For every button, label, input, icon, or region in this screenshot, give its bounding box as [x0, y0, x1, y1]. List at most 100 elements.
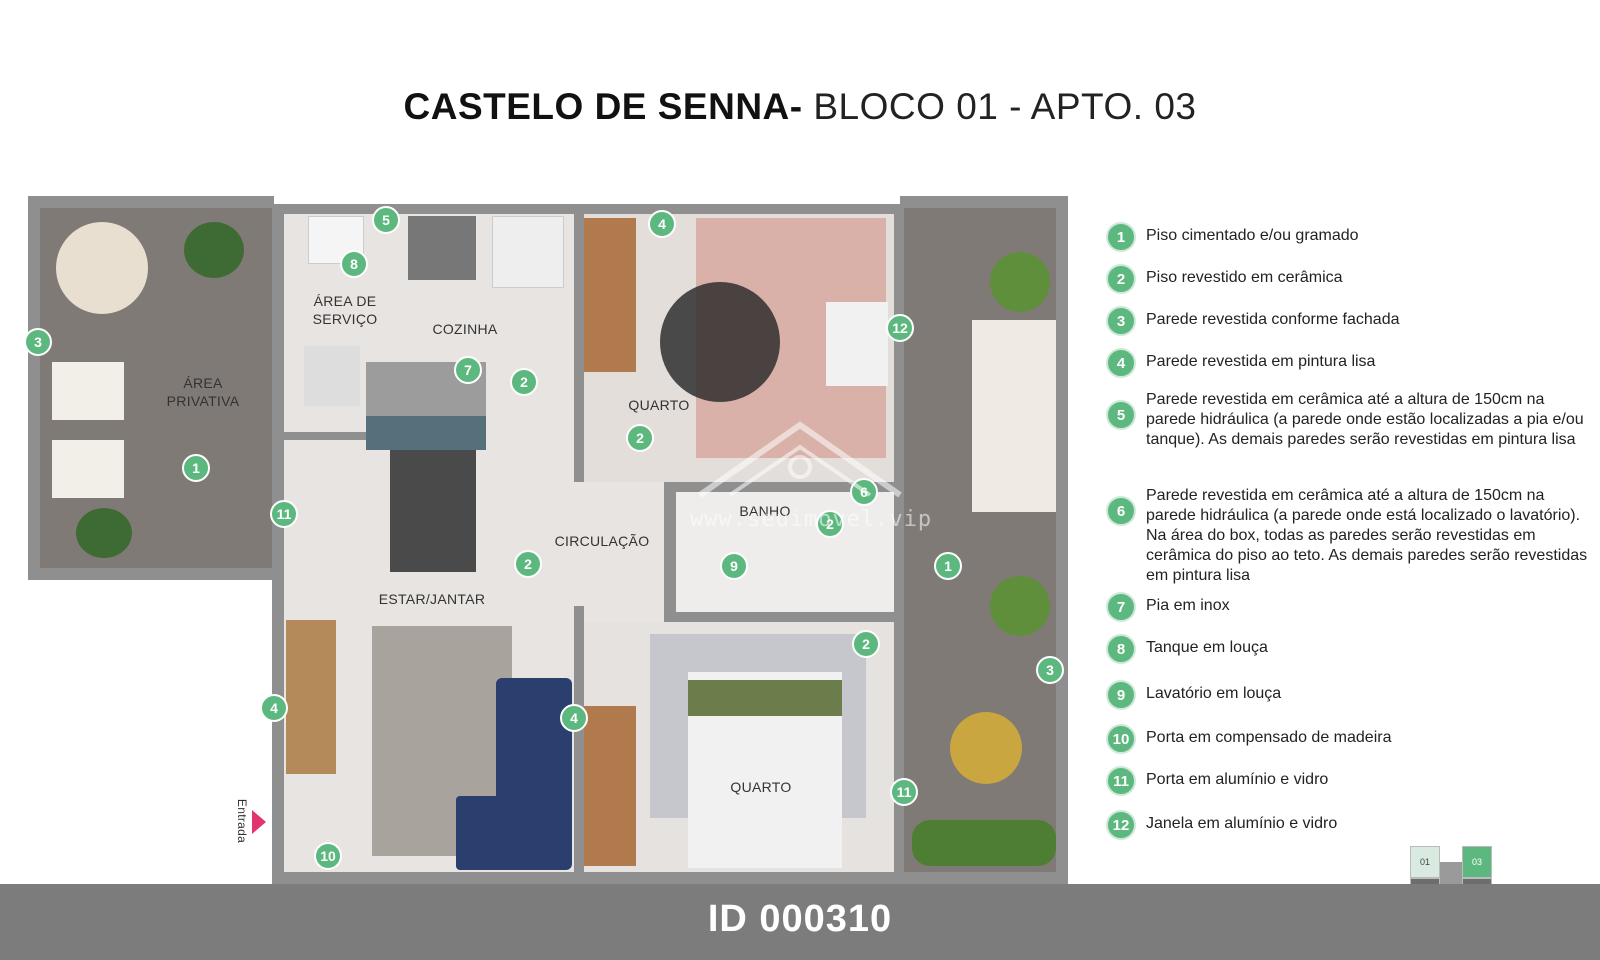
- label-estar-jantar: ESTAR/JANTAR: [378, 591, 486, 607]
- partition-kitchen: [284, 432, 384, 440]
- marker-11-right: 11: [890, 778, 918, 806]
- plant-4: [990, 576, 1050, 636]
- plant-5: [912, 820, 1056, 866]
- marker-4-bedroom2: 4: [560, 704, 588, 732]
- label-quarto-2: QUARTO: [730, 779, 792, 795]
- entrance-arrow-icon: [252, 810, 266, 834]
- desk: [826, 302, 888, 386]
- legend-num: 2: [1106, 264, 1136, 294]
- legend-text: Parede revestida em pintura lisa: [1146, 353, 1376, 370]
- partition-bath-bottom: [664, 612, 894, 622]
- legend-text: Porta em alumínio e vidro: [1146, 771, 1329, 788]
- laundry-sink: [308, 216, 364, 264]
- partition-bedroom2: [574, 606, 584, 872]
- legend-item: 7 Pia em inox: [1106, 592, 1596, 622]
- legend-item: 8 Tanque em louça: [1106, 634, 1596, 664]
- label-circulacao: CIRCULAÇÃO: [554, 533, 650, 549]
- armchair-1: [52, 362, 124, 420]
- legend-text: Pia em inox: [1146, 597, 1230, 614]
- legend-item: 2 Piso revestido em cerâmica: [1106, 264, 1596, 294]
- sideboard: [286, 620, 336, 774]
- marker-1-right: 1: [934, 552, 962, 580]
- marker-2-bedroom2: 2: [852, 630, 880, 658]
- legend-text: Parede revestida em cerâmica até a altur…: [1146, 487, 1588, 584]
- legend-text: Lavatório em louça: [1146, 685, 1282, 702]
- legend-text: Piso revestido em cerâmica: [1146, 269, 1343, 286]
- legend-num: 8: [1106, 634, 1136, 664]
- label-entrada: Entrada: [235, 798, 249, 844]
- legend-item: 6 Parede revestida em cerâmica até a alt…: [1106, 486, 1596, 586]
- bench-terrace: [972, 320, 1056, 512]
- marker-11-left: 11: [270, 500, 298, 528]
- legend-item: 9 Lavatório em louça: [1106, 680, 1596, 710]
- sofa-chaise: [456, 796, 512, 870]
- floor-plan: ÁREA DE SERVIÇO COZINHA ÁREA PRIVATIVA Q…: [24, 196, 1068, 884]
- plant-2: [76, 508, 132, 558]
- marker-4-bedroom1: 4: [648, 210, 676, 238]
- marker-12: 12: [886, 314, 914, 342]
- kitchen-island: [366, 416, 486, 450]
- partition-bath-left: [664, 482, 676, 622]
- marker-2-kitchen: 2: [510, 368, 538, 396]
- legend-item: 12 Janela em alumínio e vidro: [1106, 810, 1596, 840]
- marker-2-bedroom1: 2: [626, 424, 654, 452]
- washing-machine: [304, 346, 360, 406]
- marker-2-living: 2: [514, 550, 542, 578]
- legend-num: 11: [1106, 766, 1136, 796]
- title-building: CASTELO DE SENNA-: [403, 86, 803, 127]
- bed-2-throw: [688, 680, 842, 716]
- rug-bedroom1: [660, 282, 780, 402]
- legend-item: 11 Porta em alumínio e vidro: [1106, 766, 1596, 796]
- dining-table: [390, 450, 476, 572]
- label-quarto-1: QUARTO: [628, 397, 690, 413]
- legend-num: 4: [1106, 348, 1136, 378]
- legend-text: Tanque em louça: [1146, 639, 1268, 656]
- marker-8: 8: [340, 250, 368, 278]
- legend-num: 1: [1106, 222, 1136, 252]
- fridge: [492, 216, 564, 288]
- watermark: www.seuimovel.vip: [690, 415, 931, 545]
- legend-text: Piso cimentado e/ou gramado: [1146, 227, 1359, 244]
- legend-text: Porta em compensado de madeira: [1146, 729, 1392, 746]
- legend-text: Parede revestida em cerâmica até a altur…: [1146, 391, 1584, 448]
- legend-item: 4 Parede revestida em pintura lisa: [1106, 348, 1596, 378]
- round-table-terrace: [950, 712, 1022, 784]
- legend-item: 3 Parede revestida conforme fachada: [1106, 306, 1596, 336]
- bathroom-floor: [676, 492, 894, 612]
- wardrobe-1: [584, 218, 636, 372]
- keyplan-unit-01: 01: [1410, 846, 1440, 878]
- marker-3-left: 3: [24, 328, 52, 356]
- marker-4-living: 4: [260, 694, 288, 722]
- stove: [408, 216, 476, 280]
- plant-1: [184, 222, 244, 278]
- legend-item: 1 Piso cimentado e/ou gramado: [1106, 222, 1596, 252]
- hanging-chair: [56, 222, 148, 314]
- legend-num: 10: [1106, 724, 1136, 754]
- legend-num: 6: [1106, 496, 1136, 526]
- label-banho: BANHO: [739, 503, 791, 519]
- armchair-2: [52, 440, 124, 498]
- label-cozinha: COZINHA: [432, 321, 498, 337]
- legend-item: 5 Parede revestida em cerâmica até a alt…: [1106, 390, 1596, 450]
- listing-id: ID 000310: [707, 898, 893, 940]
- label-area-servico: ÁREA DE SERVIÇO: [312, 293, 378, 327]
- partition-bath-top: [664, 482, 894, 492]
- page-title: CASTELO DE SENNA- BLOCO 01 - APTO. 03: [0, 86, 1600, 128]
- legend-num: 7: [1106, 592, 1136, 622]
- label-area-privativa: ÁREA PRIVATIVA: [166, 375, 240, 409]
- keyplan-unit-03: 03: [1462, 846, 1492, 878]
- legend-num: 5: [1106, 400, 1136, 430]
- legend-num: 3: [1106, 306, 1136, 336]
- marker-3-right: 3: [1036, 656, 1064, 684]
- partition-bedroom1: [574, 214, 584, 482]
- legend-item: 10 Porta em compensado de madeira: [1106, 724, 1596, 754]
- footer-bar: ID 000310: [0, 884, 1600, 960]
- legend-text: Janela em alumínio e vidro: [1146, 815, 1338, 832]
- marker-2-bath: 2: [816, 510, 844, 538]
- plant-3: [990, 252, 1050, 312]
- legend-text: Parede revestida conforme fachada: [1146, 311, 1400, 328]
- marker-7: 7: [454, 356, 482, 384]
- wardrobe-2: [584, 706, 636, 866]
- marker-5: 5: [372, 206, 400, 234]
- marker-9: 9: [720, 552, 748, 580]
